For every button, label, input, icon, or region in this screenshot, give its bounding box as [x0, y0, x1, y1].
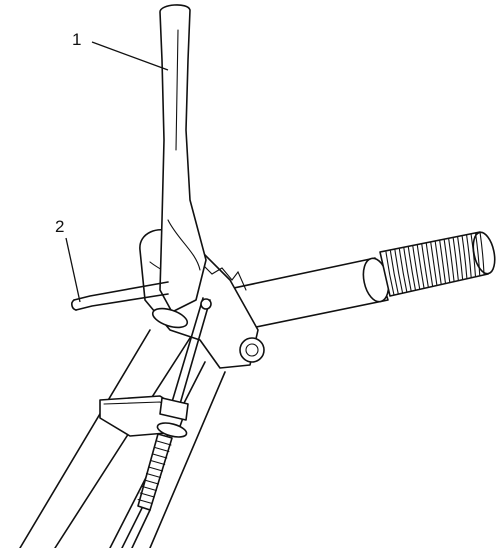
grip-rib	[452, 237, 459, 281]
grip-rib	[443, 239, 451, 283]
callout-2: 2	[55, 217, 64, 236]
grip-rib	[389, 250, 399, 295]
grip-rib	[470, 233, 476, 277]
leader-line-1	[91, 41, 169, 71]
leader-line-2	[65, 237, 81, 303]
cable-thread	[139, 492, 155, 498]
cable-thread	[148, 466, 164, 472]
grip-rib	[434, 240, 442, 285]
cable-thread	[156, 440, 172, 446]
callout-1: 1	[72, 30, 81, 49]
cable-thread	[154, 446, 170, 453]
grip-rib	[385, 251, 395, 296]
grip-rib	[398, 248, 408, 293]
cable-thread	[150, 459, 166, 466]
grip-rib	[466, 234, 472, 278]
grip-rib	[457, 236, 464, 280]
grip-rib	[421, 243, 429, 288]
grip-rib	[479, 231, 485, 275]
grip-rib	[394, 249, 404, 294]
grip-rib	[412, 245, 421, 290]
cable-thread	[137, 498, 153, 505]
grip-rib	[461, 235, 468, 279]
grip-rib	[448, 238, 455, 282]
frame-tubes	[19, 329, 226, 548]
grip-rib	[439, 240, 446, 284]
grip-rib	[416, 244, 425, 289]
grip-rib	[403, 247, 412, 292]
cable-thread	[141, 485, 157, 492]
grip-rib	[407, 246, 416, 291]
cable-thread	[143, 479, 159, 485]
handlebar-grip	[379, 231, 496, 297]
cable-thread	[145, 472, 162, 479]
control-cable	[121, 297, 212, 548]
cable-thread	[152, 453, 168, 459]
lever	[159, 4, 207, 313]
grip-rib	[430, 241, 438, 286]
grip-rib	[474, 232, 481, 276]
callout-leaders	[65, 41, 169, 303]
grip-rib	[425, 242, 434, 287]
